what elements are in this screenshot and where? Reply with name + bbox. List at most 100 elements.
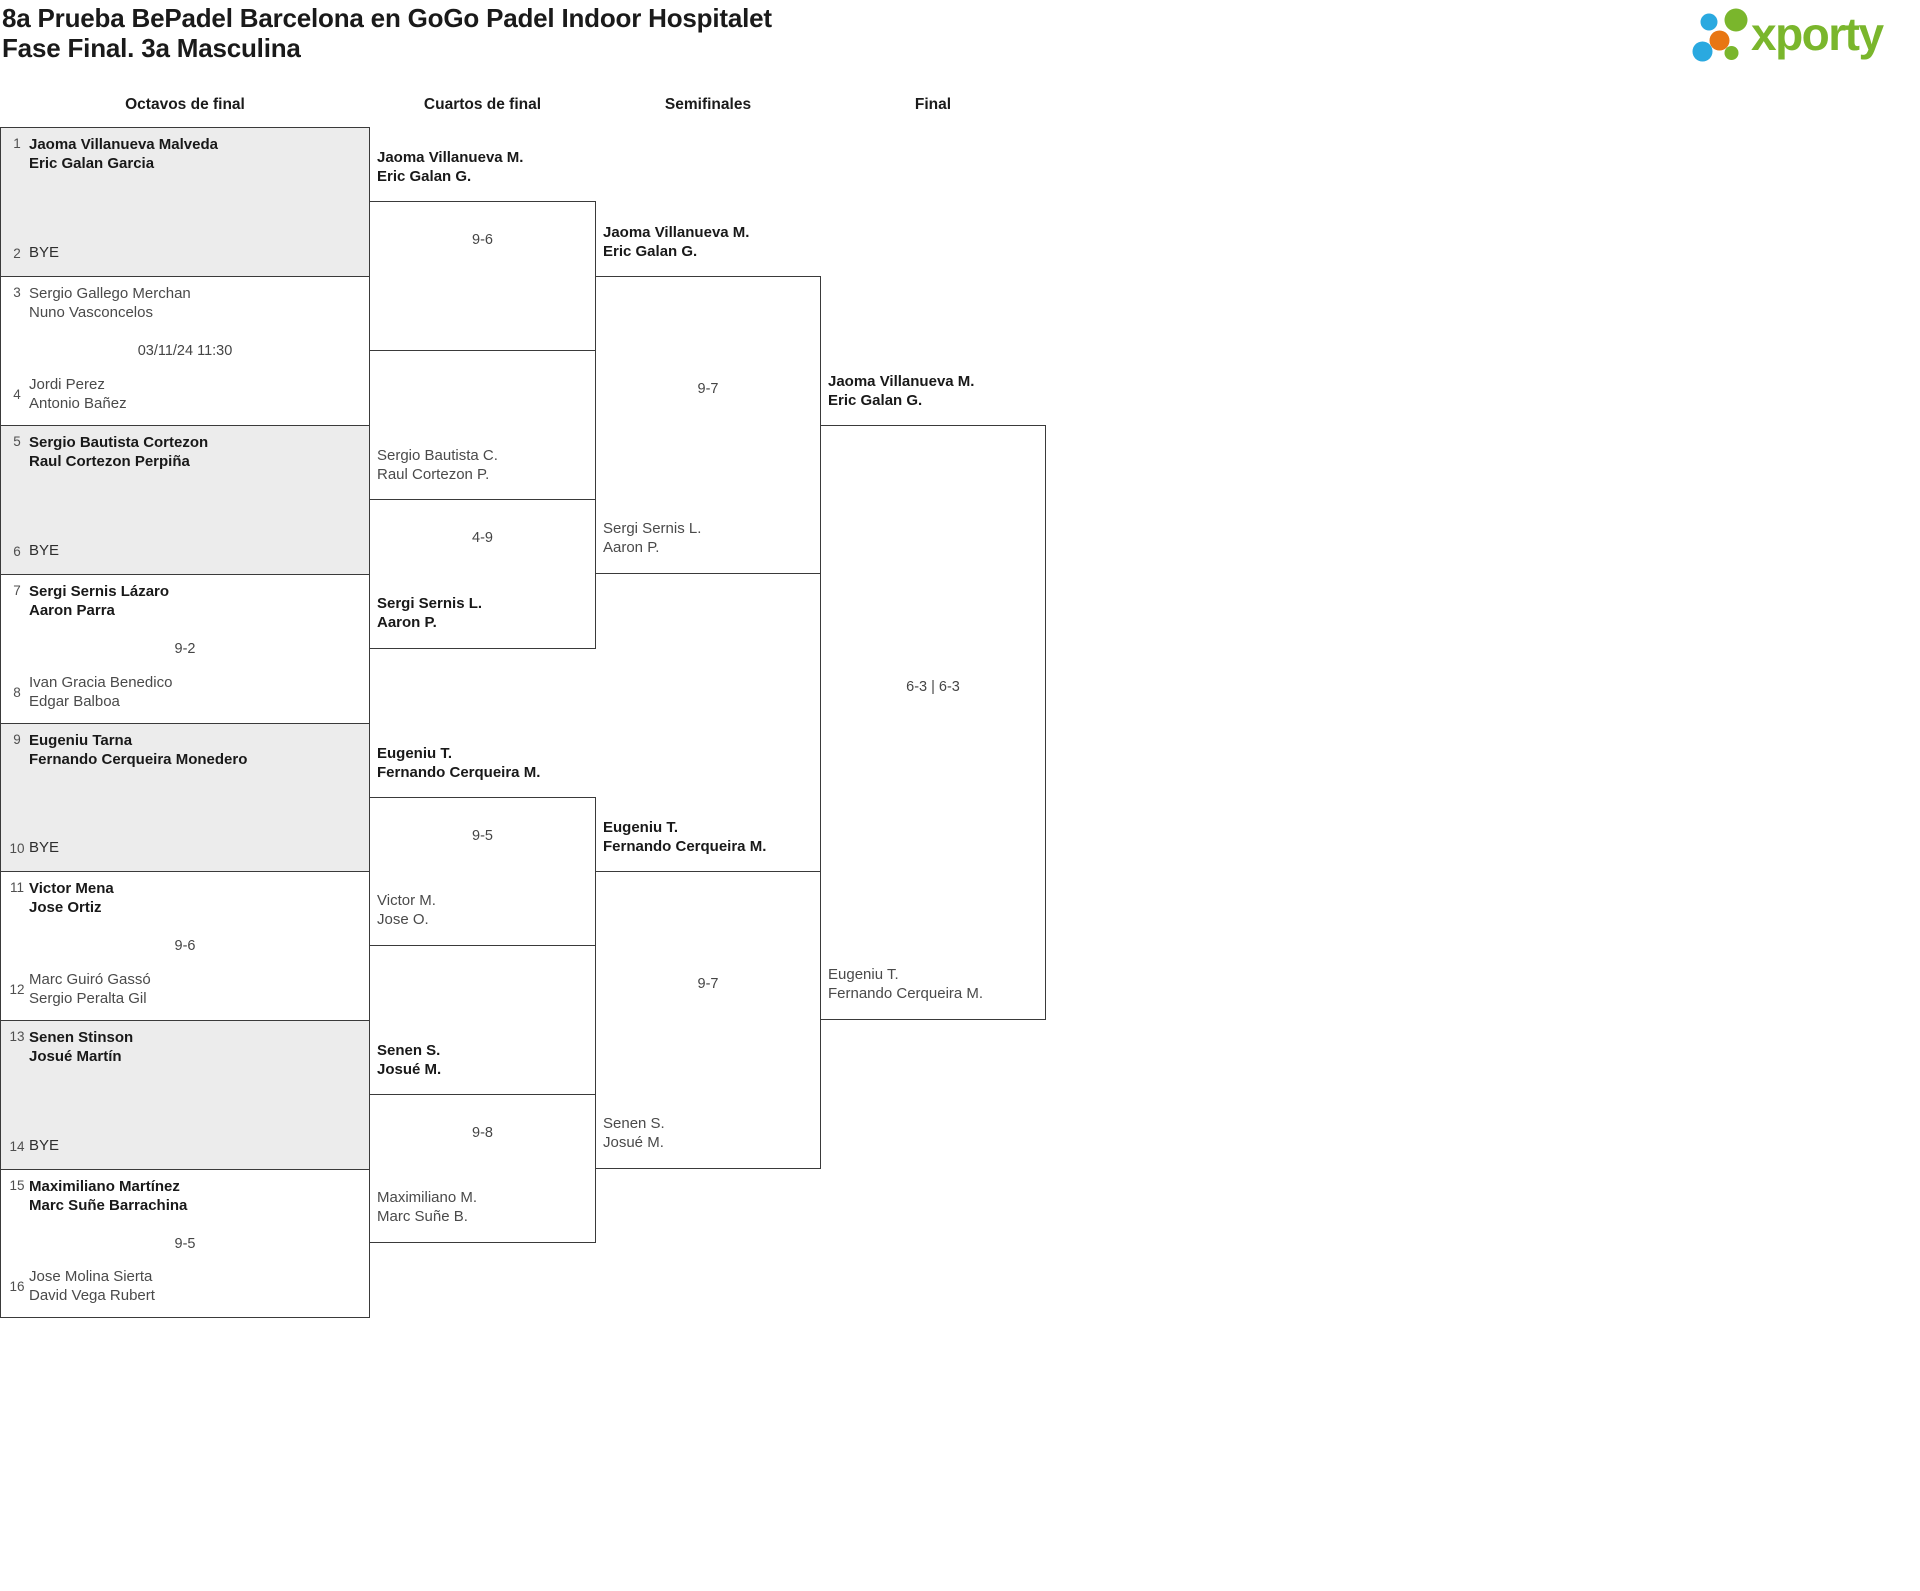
r16-slot-13: 13 Senen Stinson Josué Martín bbox=[5, 1028, 365, 1066]
team-pair: Eugeniu T. Fernando Cerqueira M. bbox=[828, 965, 983, 1003]
seed-number: 3 bbox=[13, 285, 21, 300]
player-name: Eric Galan Garcia bbox=[29, 155, 155, 172]
match-score: 9-7 bbox=[697, 381, 719, 397]
team-pair: Sergi Sernis L. Aaron P. bbox=[603, 519, 701, 557]
final-match: Jaoma Villanueva M. Eric Galan G. 6-3 | … bbox=[820, 373, 1046, 1020]
player-name: Raul Cortezon Perpiña bbox=[29, 453, 190, 470]
qf-match-3: Eugeniu T. Fernando Cerqueira M. 9-5 Vic… bbox=[369, 745, 596, 946]
player-name: Marc Suñe Barrachina bbox=[29, 1197, 188, 1214]
team-pair: Sergio Bautista Cortezon Raul Cortezon P… bbox=[29, 433, 208, 471]
team-pair: Ivan Gracia Benedico Edgar Balboa bbox=[29, 673, 172, 711]
player-name: Jordi Perez bbox=[29, 376, 105, 393]
player-name: Jose Molina Sierta bbox=[29, 1268, 153, 1285]
round-header-octavos: Octavos de final bbox=[125, 96, 245, 113]
r16-match-6: 11 Victor Mena Jose Ortiz 9-6 12 Marc Gu… bbox=[0, 871, 370, 1021]
qf-match-1: Jaoma Villanueva M. Eric Galan G. 9-6 bbox=[369, 149, 596, 351]
player-name: Maximiliano M. bbox=[377, 1189, 478, 1206]
tournament-name: 8a Prueba BePadel Barcelona en GoGo Pade… bbox=[2, 3, 772, 33]
player-name: Senen Stinson bbox=[29, 1029, 134, 1046]
player-name: Victor M. bbox=[377, 892, 436, 909]
seed-number: 9 bbox=[13, 732, 21, 747]
match-score: 9-7 bbox=[697, 976, 719, 992]
r16-slot-4: 4 Jordi Perez Antonio Bañez bbox=[5, 375, 365, 413]
player-name: Aaron Parra bbox=[29, 602, 115, 619]
r16-match-3: 5 Sergio Bautista Cortezon Raul Cortezon… bbox=[0, 425, 370, 575]
seed-number: 12 bbox=[9, 982, 25, 997]
r16-slot-8: 8 Ivan Gracia Benedico Edgar Balboa bbox=[5, 673, 365, 711]
team-pair: Senen S. Josué M. bbox=[377, 1041, 441, 1079]
seed-number: 13 bbox=[9, 1029, 25, 1044]
player-name: Fernando Cerqueira M. bbox=[828, 985, 984, 1002]
seed-number: 1 bbox=[13, 136, 21, 151]
player-name: Senen S. bbox=[603, 1115, 665, 1132]
match-score: 6-3 | 6-3 bbox=[906, 678, 960, 695]
r16-slot-2: 2 BYE bbox=[5, 243, 365, 262]
team-pair: Jaoma Villanueva M. Eric Galan G. bbox=[603, 223, 749, 261]
player-name: Eugeniu T. bbox=[603, 819, 678, 836]
player-name: Jaoma Villanueva M. bbox=[603, 224, 750, 241]
r16-slot-14: 14 BYE bbox=[5, 1136, 365, 1155]
player-name: Sergio Peralta Gil bbox=[29, 990, 147, 1007]
seed-number: 2 bbox=[13, 245, 21, 261]
team-pair: Jaoma Villanueva M. Eric Galan G. bbox=[828, 372, 974, 410]
team-pair: Senen S. Josué M. bbox=[603, 1114, 665, 1152]
seed-number: 16 bbox=[9, 1279, 25, 1294]
seed-number: 15 bbox=[9, 1178, 25, 1193]
player-name: Victor Mena bbox=[29, 880, 114, 897]
player-name: Sergi Sernis L. bbox=[603, 520, 702, 537]
match-score: 9-6 bbox=[174, 938, 196, 954]
player-name: David Vega Rubert bbox=[29, 1287, 155, 1304]
player-name: Eugeniu Tarna bbox=[29, 732, 133, 749]
team-pair: Victor Mena Jose Ortiz bbox=[29, 879, 114, 917]
sf-match-1: Jaoma Villanueva M. Eric Galan G. 9-7 Se… bbox=[595, 224, 821, 574]
logo-wordmark: xporty bbox=[1751, 8, 1885, 60]
player-name: Josué Martín bbox=[29, 1048, 122, 1065]
r16-slot-7: 7 Sergi Sernis Lázaro Aaron Parra bbox=[5, 582, 365, 620]
team-pair: Eugeniu Tarna Fernando Cerqueira Moneder… bbox=[29, 731, 247, 769]
seed-number: 6 bbox=[13, 543, 21, 559]
r16-match-4: 7 Sergi Sernis Lázaro Aaron Parra 9-2 8 … bbox=[0, 574, 370, 724]
r16-match-5: 9 Eugeniu Tarna Fernando Cerqueira Moned… bbox=[0, 723, 370, 872]
round-header-cuartos: Cuartos de final bbox=[423, 96, 542, 113]
match-score: 9-2 bbox=[174, 641, 196, 657]
phase-name: Fase Final. 3a Masculina bbox=[2, 33, 301, 63]
player-name: Josué M. bbox=[603, 1134, 664, 1151]
player-name: Aaron P. bbox=[603, 539, 660, 556]
r16-slot-6: 6 BYE bbox=[5, 541, 365, 560]
xporty-logo[interactable]: xporty bbox=[1692, 2, 1917, 66]
logo-dot-blue-large-icon bbox=[1692, 41, 1713, 62]
team-pair: Victor M. Jose O. bbox=[377, 891, 436, 929]
player-name: Ivan Gracia Benedico bbox=[29, 674, 173, 691]
player-name: Sergi Sernis Lázaro bbox=[29, 583, 170, 600]
player-name: Eric Galan G. bbox=[828, 392, 923, 409]
team-pair: Jaoma Villanueva Malveda Eric Galan Garc… bbox=[29, 135, 218, 173]
team-pair: Sergi Sernis Lázaro Aaron Parra bbox=[29, 582, 169, 620]
logo-dot-orange-icon bbox=[1709, 30, 1730, 51]
r16-slot-11: 11 Victor Mena Jose Ortiz bbox=[5, 879, 365, 917]
player-name: Fernando Cerqueira M. bbox=[377, 764, 541, 781]
player-name: Sergio Bautista Cortezon bbox=[29, 434, 209, 451]
team-pair: Marc Guiró Gassó Sergio Peralta Gil bbox=[29, 970, 151, 1008]
match-score: 4-9 bbox=[472, 530, 493, 546]
player-name: Maximiliano Martínez bbox=[29, 1178, 180, 1195]
r16-slot-16: 16 Jose Molina Sierta David Vega Rubert bbox=[5, 1267, 365, 1305]
sf-match-2: Eugeniu T. Fernando Cerqueira M. 9-7 Sen… bbox=[595, 819, 821, 1169]
seed-number: 14 bbox=[9, 1138, 25, 1154]
seed-number: 8 bbox=[13, 685, 21, 700]
match-score: 9-5 bbox=[174, 1235, 196, 1252]
player-name: Sergi Sernis L. bbox=[377, 595, 483, 612]
bye-label: BYE bbox=[29, 839, 60, 856]
round-header-final: Final bbox=[914, 96, 952, 113]
r16-slot-5: 5 Sergio Bautista Cortezon Raul Cortezon… bbox=[5, 433, 365, 471]
r16-slot-9: 9 Eugeniu Tarna Fernando Cerqueira Moned… bbox=[5, 731, 365, 769]
player-name: Josué M. bbox=[377, 1061, 442, 1078]
seed-number: 4 bbox=[13, 387, 21, 402]
r16-slot-3: 3 Sergio Gallego Merchan Nuno Vasconcelo… bbox=[5, 284, 365, 322]
seed-number: 10 bbox=[9, 840, 25, 856]
player-name: Eric Galan G. bbox=[603, 243, 698, 260]
page-title: 8a Prueba BePadel Barcelona en GoGo Pade… bbox=[2, 3, 772, 63]
team-pair: Eugeniu T. Fernando Cerqueira M. bbox=[377, 744, 540, 782]
player-name: Jose O. bbox=[377, 911, 429, 928]
player-name: Edgar Balboa bbox=[29, 693, 120, 710]
qf-match-4: Senen S. Josué M. 9-8 Maximiliano M. Mar… bbox=[369, 1042, 596, 1243]
